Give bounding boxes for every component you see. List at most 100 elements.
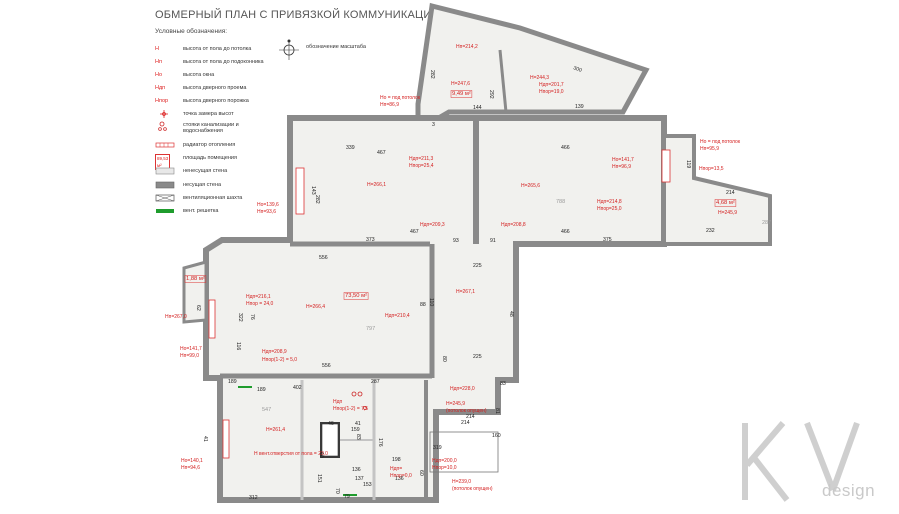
measurement-note: H=266,4	[306, 304, 325, 310]
balcony-right	[662, 134, 772, 246]
measurement-note: H=245,9	[446, 401, 465, 407]
measurement-note: H=266,1	[367, 182, 386, 188]
dimension-label: 41	[355, 421, 361, 427]
measurement-note: Hп=95,9	[700, 146, 719, 152]
measurement-note: Hпор = 24,0	[246, 301, 274, 307]
measurement-note: Hпор=0,0	[390, 473, 412, 479]
room-code: 797	[366, 326, 375, 332]
dimension-label: 83	[355, 434, 361, 440]
dimension-label: 225	[473, 354, 482, 360]
risers	[351, 391, 367, 410]
bearing-wall-icon	[155, 180, 177, 194]
measurement-note: Hп=86,9	[380, 102, 399, 108]
measurement-note: H=261,4	[266, 427, 285, 433]
dimension-label: 93	[453, 238, 459, 244]
riser-icon	[155, 121, 177, 137]
dimension-label: 467	[410, 229, 419, 235]
measure-point-icon	[155, 109, 177, 123]
measurement-note: Hпор=25,4	[409, 163, 434, 169]
measurement-note: (потолок опущен)	[452, 486, 493, 492]
entrance	[429, 431, 499, 473]
legend-symbol: Hо	[155, 72, 163, 78]
dimension-label: 214	[461, 420, 470, 426]
dimension-label: 88	[420, 302, 426, 308]
legend-heading: Условные обозначения:	[155, 28, 228, 35]
dimension-label: 116	[235, 342, 241, 350]
dimension-label: 466	[561, 145, 570, 151]
dimension-label: 3	[432, 122, 435, 128]
measurement-note: Hп=94,6	[181, 465, 200, 471]
dimension-label: 189	[228, 379, 237, 385]
dimension-label: 139	[575, 104, 584, 110]
dimension-label: 48	[508, 311, 514, 317]
measurement-note: Hо=141,7	[612, 157, 634, 163]
dimension-label: 46	[328, 421, 334, 427]
dimension-label: 556	[319, 255, 328, 261]
measurement-note: Hпор=19,0	[539, 89, 564, 95]
measurement-note: H=265,6	[521, 183, 540, 189]
dimension-label: 136	[395, 476, 404, 482]
measurement-note: H=247,6	[451, 81, 470, 87]
balcony-left	[182, 260, 208, 324]
dimension-label: 322	[237, 313, 243, 322]
dimension-label: 189	[257, 387, 266, 393]
measurement-note: Hп=93,6	[257, 209, 276, 215]
dimension-label: 232	[706, 228, 715, 234]
measurement-note: H вент.отверстия от пола = 23,0	[254, 451, 328, 457]
radiator	[295, 167, 305, 215]
radiator	[661, 149, 671, 183]
dimension-label: 62	[195, 305, 201, 311]
legend-symbol: Hпор	[155, 98, 169, 104]
dimension-label: 375	[603, 237, 612, 243]
dimension-label: 225	[473, 263, 482, 269]
measurement-note: Hо = под потолок	[380, 95, 421, 101]
measurement-note: Hп=96,9	[612, 164, 631, 170]
dimension-label: 214	[466, 414, 475, 420]
scale-label: обозначение масштаба	[306, 44, 366, 50]
legend-text: высота дверного порожка	[183, 98, 249, 104]
radiator	[222, 419, 230, 459]
dimension-label: 41	[202, 436, 208, 442]
kv-logo	[742, 421, 860, 502]
dimension-label: 467	[377, 150, 386, 156]
measurement-note: Hдп=	[390, 466, 402, 472]
measurement-note: Hп=99,0	[180, 353, 199, 359]
room-code: 547	[262, 407, 271, 413]
measurement-note: Hпор=25,0	[597, 206, 622, 212]
measurement-note: Hпор(1-2) = 7,5	[333, 406, 368, 412]
measurement-note: Hдп=211,3	[409, 156, 434, 162]
dimension-label: 292	[488, 90, 494, 99]
dimension-label: 79	[344, 494, 350, 500]
measurement-note: Hдп=208,9	[262, 349, 287, 355]
vent-grille	[238, 386, 252, 388]
measurement-note: H=245,9	[718, 210, 737, 216]
measurement-note: Hп=214,2	[456, 44, 478, 50]
measurement-note: Hдп=208,8	[501, 222, 526, 228]
loggia-partition	[498, 49, 508, 113]
legend-text: точка замера высот	[183, 111, 234, 117]
dimension-label: 160	[492, 433, 501, 439]
measurement-note: Hо = под потолок	[700, 139, 741, 145]
apartment-walls	[182, 2, 772, 503]
measurement-note: Hдп=200,0	[432, 458, 457, 464]
measurement-note: H=267,1	[456, 289, 475, 295]
legend-text: высота от пола до потолка	[183, 46, 252, 52]
dimension-label: 282	[314, 195, 320, 204]
legend-symbol: Hдп	[155, 85, 166, 91]
legend: Условные обозначения:	[155, 28, 395, 38]
dimension-label: 402	[293, 385, 302, 391]
dimension-label: 300	[572, 65, 582, 74]
dimension-label: 282	[429, 70, 435, 79]
dimension-label: 137	[355, 476, 364, 482]
watermark-text: design	[822, 481, 876, 500]
measurement-notes: Hп=214,2H=247,69,49 м²H=244,3Hдп=201,7Hп…	[165, 44, 741, 492]
vent-grille-icon	[155, 206, 177, 220]
measurement-note: (потолок опущен)	[446, 408, 487, 414]
measurement-note: Hдп=201,7	[539, 82, 564, 88]
vent-grille	[343, 494, 357, 496]
room-area: 4,68 м²	[716, 200, 735, 206]
dimension-label: 151	[316, 474, 322, 483]
legend-text: несущая стена	[183, 182, 222, 188]
dimension-label: 143	[310, 186, 316, 195]
